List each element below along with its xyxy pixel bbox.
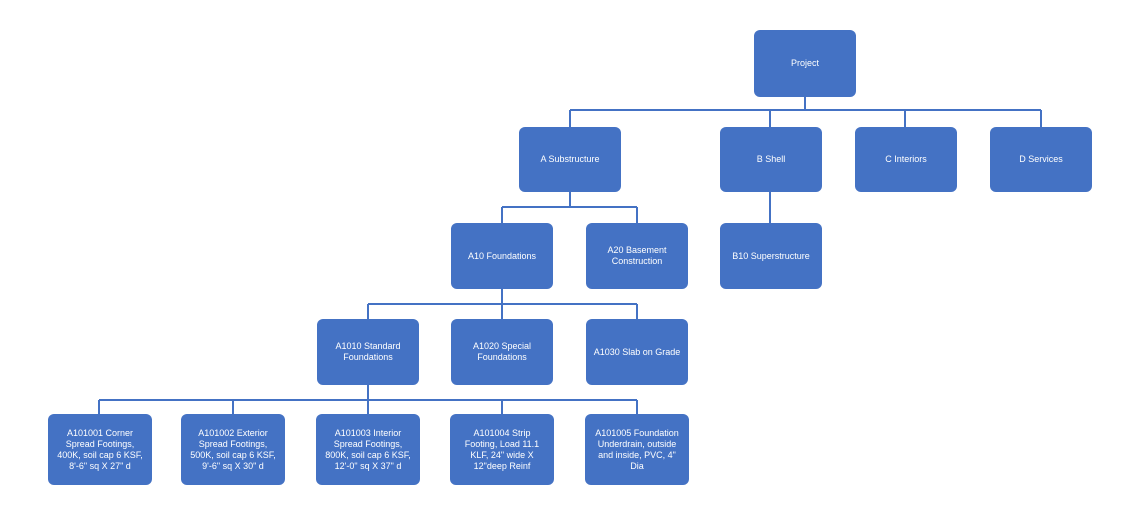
node-a1030-slab-on-grade[interactable]: A1030 Slab on Grade — [586, 319, 688, 385]
node-a1020-special-foundations[interactable]: A1020 Special Foundations — [451, 319, 553, 385]
node-a101002-exterior-spread-footings[interactable]: A101002 Exterior Spread Footings, 500K, … — [181, 414, 285, 485]
connector-a-substructure-children — [501, 192, 638, 223]
connector-a10-children — [367, 289, 638, 319]
connector-a1010-children — [98, 385, 638, 414]
node-a20-basement-construction[interactable]: A20 Basement Construction — [586, 223, 688, 289]
node-b10-superstructure[interactable]: B10 Superstructure — [720, 223, 822, 289]
node-a10-foundations[interactable]: A10 Foundations — [451, 223, 553, 289]
node-a101003-interior-spread-footings[interactable]: A101003 Interior Spread Footings, 800K, … — [316, 414, 420, 485]
node-c-interiors[interactable]: C Interiors — [855, 127, 957, 192]
node-a101005-foundation-underdrain[interactable]: A101005 Foundation Underdrain, outside a… — [585, 414, 689, 485]
node-b-shell[interactable]: B Shell — [720, 127, 822, 192]
node-a-substructure[interactable]: A Substructure — [519, 127, 621, 192]
node-project[interactable]: Project — [754, 30, 856, 97]
connector-project-children — [569, 97, 1042, 127]
node-a101001-corner-spread-footings[interactable]: A101001 Corner Spread Footings, 400K, so… — [48, 414, 152, 485]
node-d-services[interactable]: D Services — [990, 127, 1092, 192]
node-a101004-strip-footing[interactable]: A101004 Strip Footing, Load 11.1 KLF, 24… — [450, 414, 554, 485]
node-a1010-standard-foundations[interactable]: A1010 Standard Foundations — [317, 319, 419, 385]
